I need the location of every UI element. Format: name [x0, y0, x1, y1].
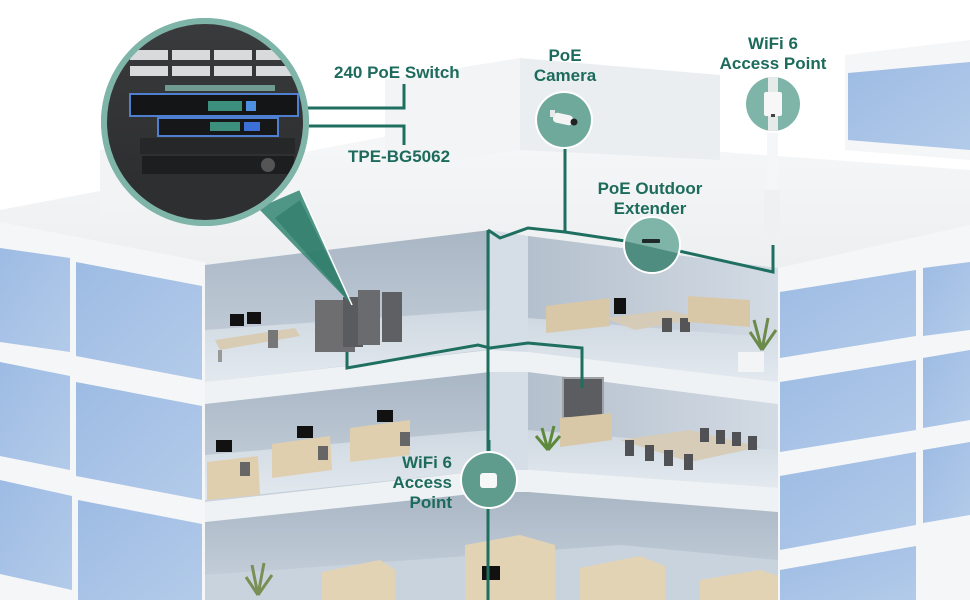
- indoor-ap-label-line1: WiFi 6: [402, 453, 452, 472]
- workstation-desk: [215, 312, 300, 362]
- indoor-ap-label: WiFi 6 Access Point: [370, 453, 452, 513]
- outdoor-ap-icon: [764, 77, 782, 131]
- cable-model-label: [300, 124, 406, 145]
- outdoor-ap-label-line1: WiFi 6: [748, 34, 798, 53]
- camera-label: PoE Camera: [522, 46, 608, 86]
- furniture: [207, 290, 778, 600]
- extender-label-line2: Extender: [613, 199, 687, 218]
- right-windows: [780, 262, 970, 600]
- executive-office: [546, 296, 778, 372]
- extender-label: PoE Outdoor Extender: [580, 179, 720, 219]
- cable-rack-to-backbone: [345, 341, 584, 388]
- server-racks: [315, 290, 402, 352]
- camera-icon: [550, 110, 578, 126]
- outdoor-ap-label-line2: Access Point: [719, 54, 827, 73]
- extender-label-line1: PoE Outdoor: [597, 179, 703, 198]
- network-cables: [300, 84, 775, 600]
- ceiling-ap-icon: [480, 473, 497, 488]
- outdoor-ap-label: WiFi 6 Access Point: [708, 34, 838, 74]
- desk-area: [207, 410, 410, 500]
- camera-label-line2: Camera: [533, 66, 597, 85]
- outdoor-ap-bubble: [744, 75, 802, 245]
- indoor-ap-label-line2: Access: [392, 473, 452, 492]
- network-rack-icon: [106, 23, 304, 221]
- left-facade: [0, 222, 205, 600]
- poe-switch-label: 240 PoE Switch: [334, 63, 460, 82]
- right-facade: [778, 225, 970, 600]
- indoor-ap-bubble: [460, 451, 518, 509]
- cable-switch-label: [300, 84, 406, 110]
- conference-room: [534, 377, 760, 470]
- left-windows: [0, 248, 202, 600]
- camera-label-line1: PoE: [548, 46, 582, 65]
- model-label: TPE-BG5062: [348, 147, 451, 166]
- indoor-ap-label-line3: Point: [409, 493, 453, 512]
- camera-bubble: [535, 91, 593, 149]
- rack-magnifier: [101, 18, 353, 306]
- extender-bubble: [623, 216, 681, 274]
